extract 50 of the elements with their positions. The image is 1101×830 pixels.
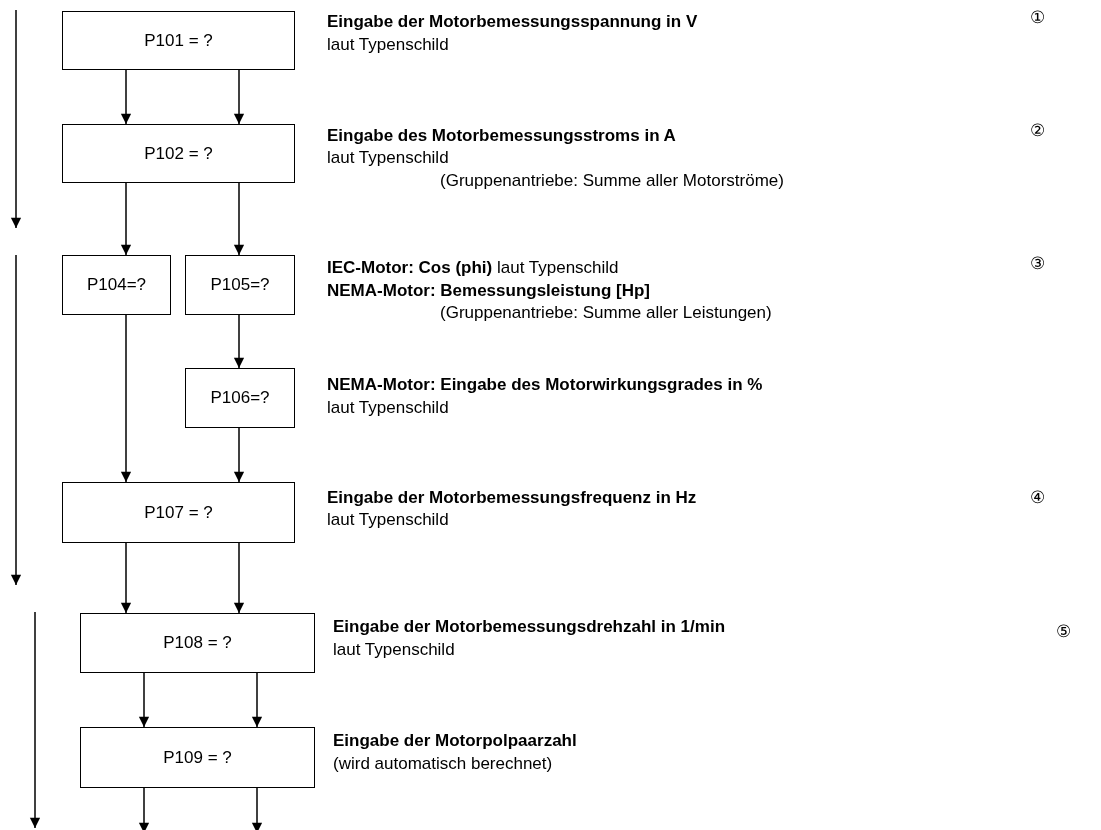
- step-number: ①: [1030, 8, 1045, 28]
- description-text: laut Typenschild: [327, 35, 449, 55]
- step-number: ③: [1030, 254, 1045, 274]
- arrow: [120, 182, 132, 256]
- description-text: laut Typenschild: [327, 510, 449, 530]
- description-text: Eingabe der Motorbemessungsfrequenz in Hz: [327, 488, 697, 508]
- parameter-text: P106=?: [210, 388, 270, 408]
- parameter-text: P108 = ?: [163, 633, 232, 653]
- process-box: [80, 613, 315, 673]
- process-box: [62, 11, 295, 70]
- arrow: [233, 182, 245, 256]
- description-text: Eingabe der Motorpolpaarzahl: [333, 731, 577, 751]
- description-text: Eingabe des Motorbemessungsstroms in A: [327, 126, 676, 146]
- description-text: Eingabe der Motorbemessungsspannung in V: [327, 12, 698, 32]
- parameter-text: P101 = ?: [144, 30, 213, 51]
- parameter-text: P107 = ?: [144, 502, 213, 523]
- arrow: [233, 314, 245, 369]
- step-number: ⑤: [1056, 622, 1071, 642]
- arrow: [233, 427, 245, 483]
- arrow: [138, 672, 150, 728]
- arrow: [120, 542, 132, 614]
- process-box: [62, 255, 171, 315]
- arrow: [138, 787, 150, 830]
- process-box: [62, 124, 295, 183]
- description-text: NEMA-Motor: Bemessungsleistung [Hp]: [327, 281, 650, 301]
- process-box: [62, 482, 295, 543]
- parameter-text: P104=?: [86, 275, 147, 295]
- parameter-text: P105=?: [210, 275, 270, 295]
- arrow: [120, 314, 132, 483]
- arrow: [233, 69, 245, 125]
- description-text: IEC-Motor: Cos (phi) laut Typenschild: [327, 258, 619, 278]
- description-text: laut Typenschild: [327, 148, 449, 168]
- description-text: (wird automatisch berechnet): [333, 754, 553, 774]
- step-number: ④: [1030, 488, 1045, 508]
- description-text: laut Typenschild: [327, 398, 449, 418]
- arrow: [251, 787, 263, 830]
- process-box: [185, 368, 295, 428]
- description-text: Eingabe der Motorbemessungsdrehzahl in 1/min: [333, 617, 725, 637]
- step-number: ②: [1030, 121, 1045, 141]
- description-text: (Gruppenantriebe: Summe aller Leistungen): [440, 303, 772, 323]
- description-text: laut Typenschild: [333, 640, 455, 660]
- arrow: [120, 69, 132, 125]
- description-text: NEMA-Motor: Eingabe des Motorwirkungsgrades in %: [327, 375, 763, 395]
- process-box: [80, 727, 315, 788]
- arrow: [251, 672, 263, 728]
- arrow: [233, 542, 245, 614]
- process-box: [185, 255, 295, 315]
- parameter-text: P102 = ?: [144, 143, 213, 164]
- description-text: (Gruppenantriebe: Summe aller Motorströme): [440, 171, 784, 191]
- parameter-text: P109 = ?: [163, 747, 232, 768]
